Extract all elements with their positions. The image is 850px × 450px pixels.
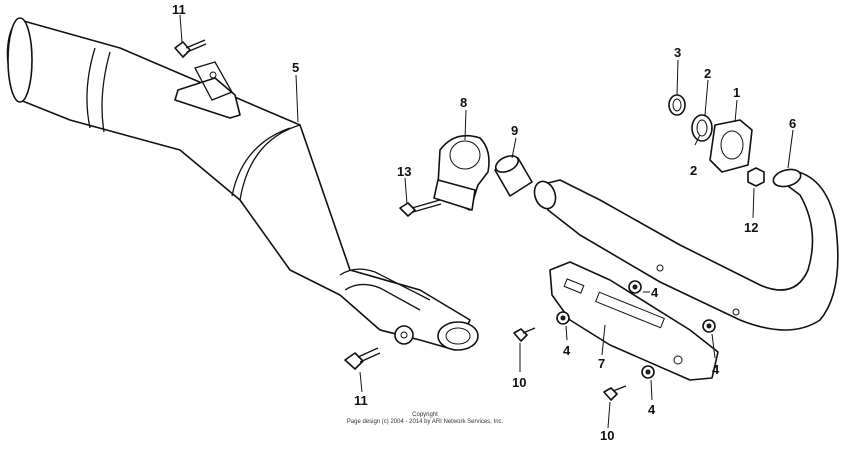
gasket-3[interactable] xyxy=(668,94,686,116)
callout-9: 9 xyxy=(511,123,518,138)
callout-6: 6 xyxy=(789,116,796,131)
nut-4-c[interactable] xyxy=(702,319,716,333)
callout-2-upper: 2 xyxy=(704,66,711,81)
callout-4-d: 4 xyxy=(648,402,656,417)
callout-11-bottom: 11 xyxy=(354,393,368,408)
nut-4-a[interactable] xyxy=(628,280,642,294)
nut-4-b[interactable] xyxy=(556,311,570,325)
leader-lines xyxy=(179,14,794,429)
callout-5: 5 xyxy=(292,60,299,75)
joint-flange[interactable] xyxy=(709,119,753,173)
callout-11-top: 11 xyxy=(172,2,186,17)
bolt-10-b[interactable] xyxy=(603,385,627,401)
callout-13: 13 xyxy=(397,164,411,179)
copyright-notice: Page design (c) 2004 - 2014 by ARI Netwo… xyxy=(346,419,504,425)
bolt-11-top[interactable] xyxy=(174,39,207,58)
callout-12: 12 xyxy=(744,220,758,235)
callout-3: 3 xyxy=(674,45,681,60)
nut-12[interactable] xyxy=(747,167,765,187)
callout-4-a: 4 xyxy=(651,285,659,300)
callout-7: 7 xyxy=(598,356,605,371)
callout-1: 1 xyxy=(733,85,740,100)
callout-8: 8 xyxy=(460,95,467,110)
callout-4-c: 4 xyxy=(712,362,720,377)
gasket-2[interactable] xyxy=(691,114,713,142)
bolt-10-a[interactable] xyxy=(513,327,536,342)
bolt-11-bottom[interactable] xyxy=(344,347,381,370)
callout-2-lower: 2 xyxy=(690,163,697,178)
exhaust-collar[interactable] xyxy=(493,153,533,197)
exhaust-clamp[interactable] xyxy=(433,134,490,211)
bolt-13[interactable] xyxy=(399,199,442,217)
nut-4-d[interactable] xyxy=(641,365,655,379)
callout-10-a: 10 xyxy=(512,375,526,390)
exhaust-pipe[interactable] xyxy=(531,167,839,331)
callout-10-b: 10 xyxy=(600,428,614,443)
copyright-label: Copyright xyxy=(412,412,438,418)
callout-4-b: 4 xyxy=(563,343,571,358)
muffler[interactable] xyxy=(6,17,479,351)
